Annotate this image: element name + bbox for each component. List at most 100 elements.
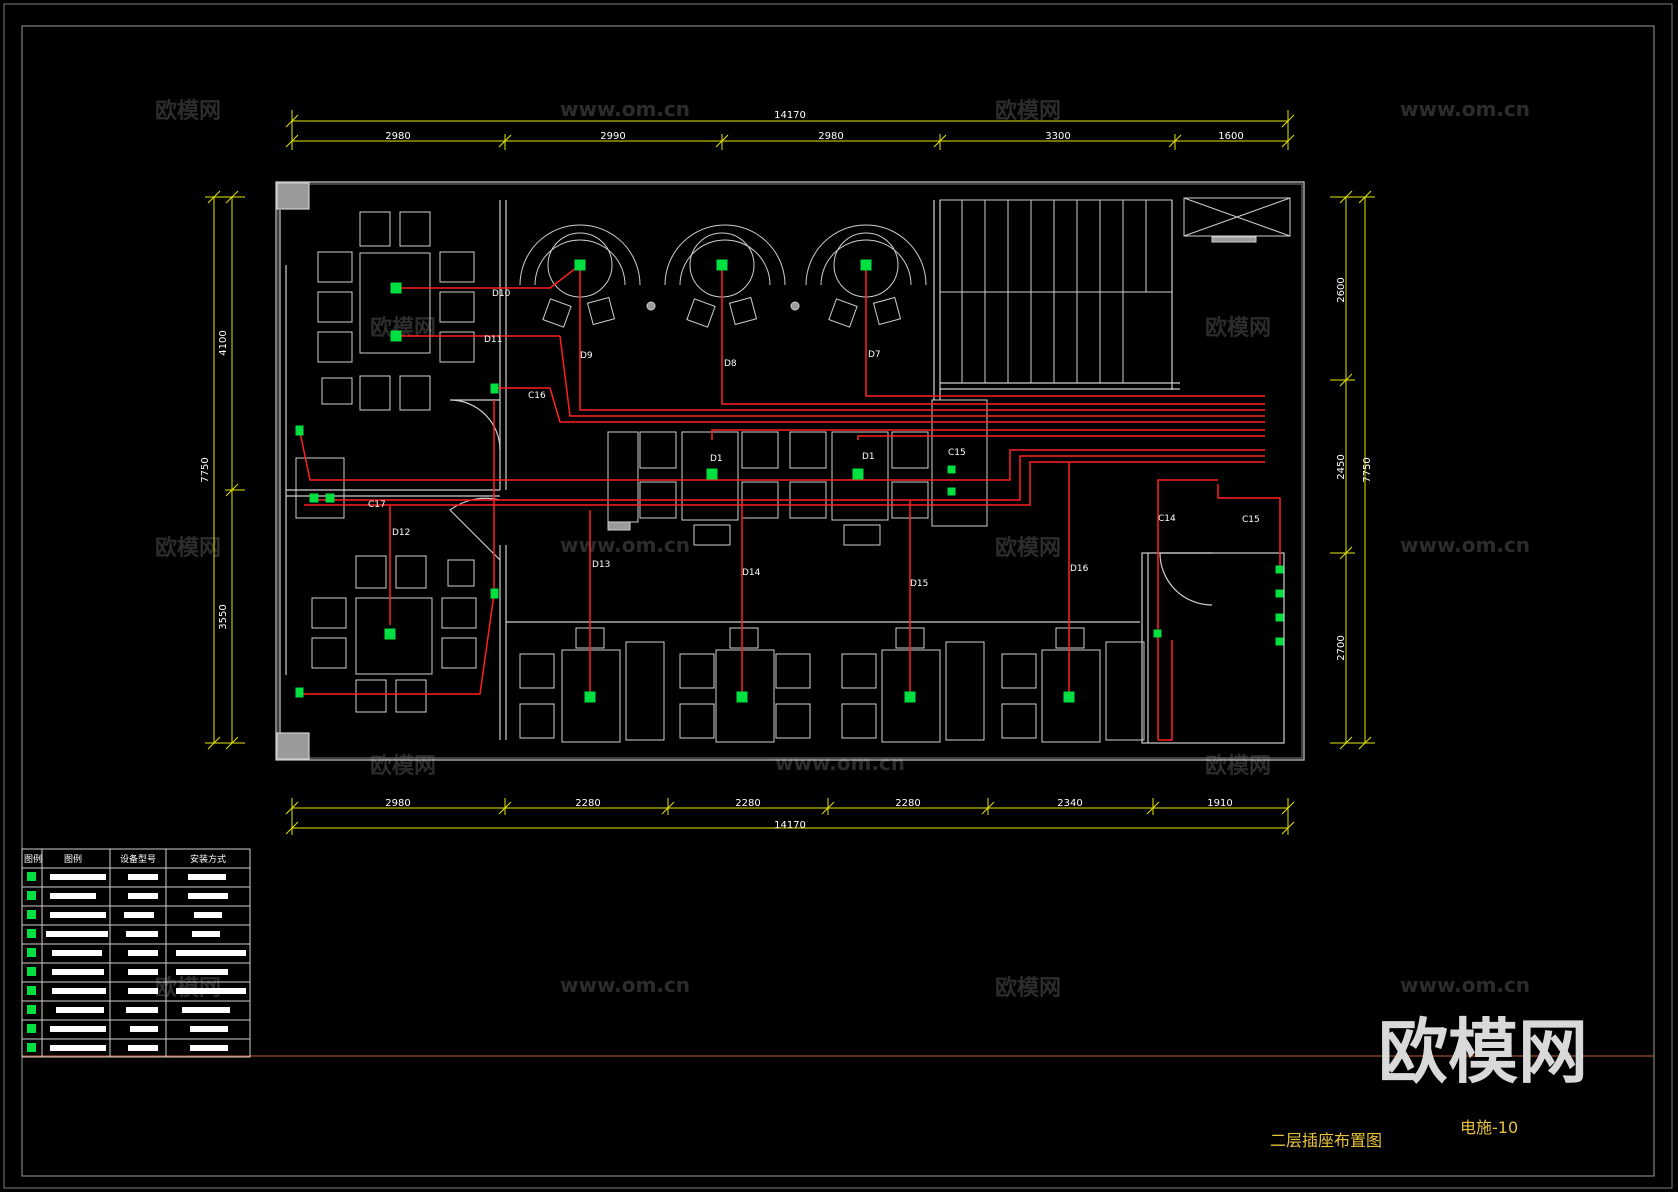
socket-icon — [1153, 629, 1162, 638]
circuit-label: D7 — [868, 350, 881, 360]
dim-left-1: 4100 — [218, 330, 229, 355]
drawing-title: 二层插座布置图 — [1270, 1131, 1382, 1150]
socket-icon — [490, 588, 499, 599]
socket-icon — [947, 487, 956, 496]
watermark: 欧模网 — [370, 753, 436, 779]
socket-icon — [1275, 589, 1284, 598]
socket-icon — [309, 493, 319, 503]
dim-left-total: 7750 — [200, 457, 211, 482]
watermark: 欧模网 — [995, 975, 1061, 1001]
dim-top-1: 2980 — [385, 131, 410, 142]
socket-icon — [1275, 565, 1284, 574]
bottom-tables — [519, 627, 1145, 743]
dim-bottom-1: 2980 — [385, 798, 410, 809]
circuit-label: C14 — [1158, 514, 1176, 524]
socket-icon — [1063, 691, 1075, 703]
dim-left-2: 3550 — [218, 604, 229, 629]
circuit-label: D15 — [910, 579, 928, 589]
socket-icon — [947, 465, 956, 474]
watermark: www.om.cn — [1400, 97, 1530, 121]
watermark: www.om.cn — [1400, 533, 1530, 557]
socket-icon — [736, 691, 748, 703]
legend-header: 设备型号 — [120, 853, 156, 865]
stairs — [939, 197, 1291, 384]
dim-right-2: 2450 — [1336, 454, 1347, 479]
circuit-label: D10 — [492, 289, 511, 299]
dim-bottom-total: 14170 — [774, 820, 806, 831]
circuit-label: D14 — [742, 568, 761, 578]
circuit-labels: D10 D11 D9 D8 D7 C16 D1 D1 C15 C17 D12 D… — [368, 289, 1260, 589]
socket-icon — [295, 687, 304, 698]
socket-icon — [27, 891, 36, 900]
dim-top-total: 14170 — [774, 110, 806, 121]
dim-top-2: 2990 — [600, 131, 625, 142]
socket-icon — [295, 425, 304, 436]
socket-icon — [27, 967, 36, 976]
circuit-label: D13 — [592, 560, 610, 570]
socket-icon — [1275, 637, 1284, 646]
legend-header: 图例 — [64, 853, 82, 865]
socket-icon — [325, 493, 335, 503]
socket-icon — [384, 628, 396, 640]
walls — [275, 181, 1305, 761]
circuit-label: D1 — [710, 454, 723, 464]
dim-right-1: 2600 — [1336, 277, 1347, 302]
wiring — [299, 264, 1281, 741]
circuit-label: D11 — [484, 335, 502, 345]
socket-icon — [390, 282, 402, 294]
circuit-label: C17 — [368, 500, 386, 510]
round-booths — [519, 224, 927, 328]
dim-bottom-6: 1910 — [1207, 798, 1232, 809]
left-dining-tables — [295, 211, 477, 713]
circuit-label: C15 — [1242, 515, 1260, 525]
dim-right-3: 2700 — [1336, 635, 1347, 660]
watermark: 欧模网 — [995, 98, 1061, 124]
circuit-label: D16 — [1070, 564, 1089, 574]
legend-header: 图例 — [24, 853, 42, 865]
dim-top-3: 2980 — [818, 131, 843, 142]
watermark: www.om.cn — [1400, 973, 1530, 997]
dim-bottom-3: 2280 — [735, 798, 760, 809]
socket-icon — [584, 691, 596, 703]
dim-top-5: 1600 — [1218, 131, 1243, 142]
watermark: www.om.cn — [775, 751, 905, 775]
watermark: 欧模网 — [995, 535, 1061, 561]
circuit-label: D1 — [862, 452, 875, 462]
legend-table: 图例 图例 设备型号 安装方式 — [21, 848, 251, 1058]
outlet-devices — [295, 259, 1284, 703]
dimension-lines — [205, 110, 1375, 835]
circuit-label: D12 — [392, 528, 410, 538]
watermark-layer: 欧模网 www.om.cn 欧模网 www.om.cn 欧模网 欧模网 欧模网 … — [155, 97, 1530, 1001]
socket-icon — [852, 468, 864, 480]
inner-frame — [21, 25, 1655, 1177]
circuit-label: C16 — [528, 391, 546, 401]
watermark: www.om.cn — [560, 973, 690, 997]
socket-icon — [860, 259, 872, 271]
circuit-label: C15 — [948, 448, 966, 458]
socket-icon — [904, 691, 916, 703]
socket-icon — [27, 948, 36, 957]
outer-frame — [3, 3, 1673, 1189]
watermark: 欧模网 — [155, 98, 221, 124]
dim-top-4: 3300 — [1045, 131, 1070, 142]
socket-icon — [27, 986, 36, 995]
socket-icon — [1275, 613, 1284, 622]
socket-icon — [716, 259, 728, 271]
dimension-texts: 14170 2980 2990 2980 3300 1600 2980 2280… — [200, 110, 1373, 831]
dim-right-total: 7750 — [1362, 457, 1373, 482]
socket-icon — [27, 1024, 36, 1033]
socket-icon — [27, 929, 36, 938]
socket-icon — [27, 1043, 36, 1052]
socket-icon — [27, 910, 36, 919]
circuit-label: D8 — [724, 359, 737, 369]
socket-icon — [706, 468, 718, 480]
dim-bottom-2: 2280 — [575, 798, 600, 809]
drawing-number: 电施-10 — [1460, 1118, 1518, 1137]
socket-icon — [27, 1005, 36, 1014]
dim-bottom-5: 2340 — [1057, 798, 1082, 809]
watermark: 欧模网 — [1205, 315, 1271, 341]
socket-icon — [574, 259, 586, 271]
socket-icon — [27, 872, 36, 881]
watermark: www.om.cn — [560, 533, 690, 557]
